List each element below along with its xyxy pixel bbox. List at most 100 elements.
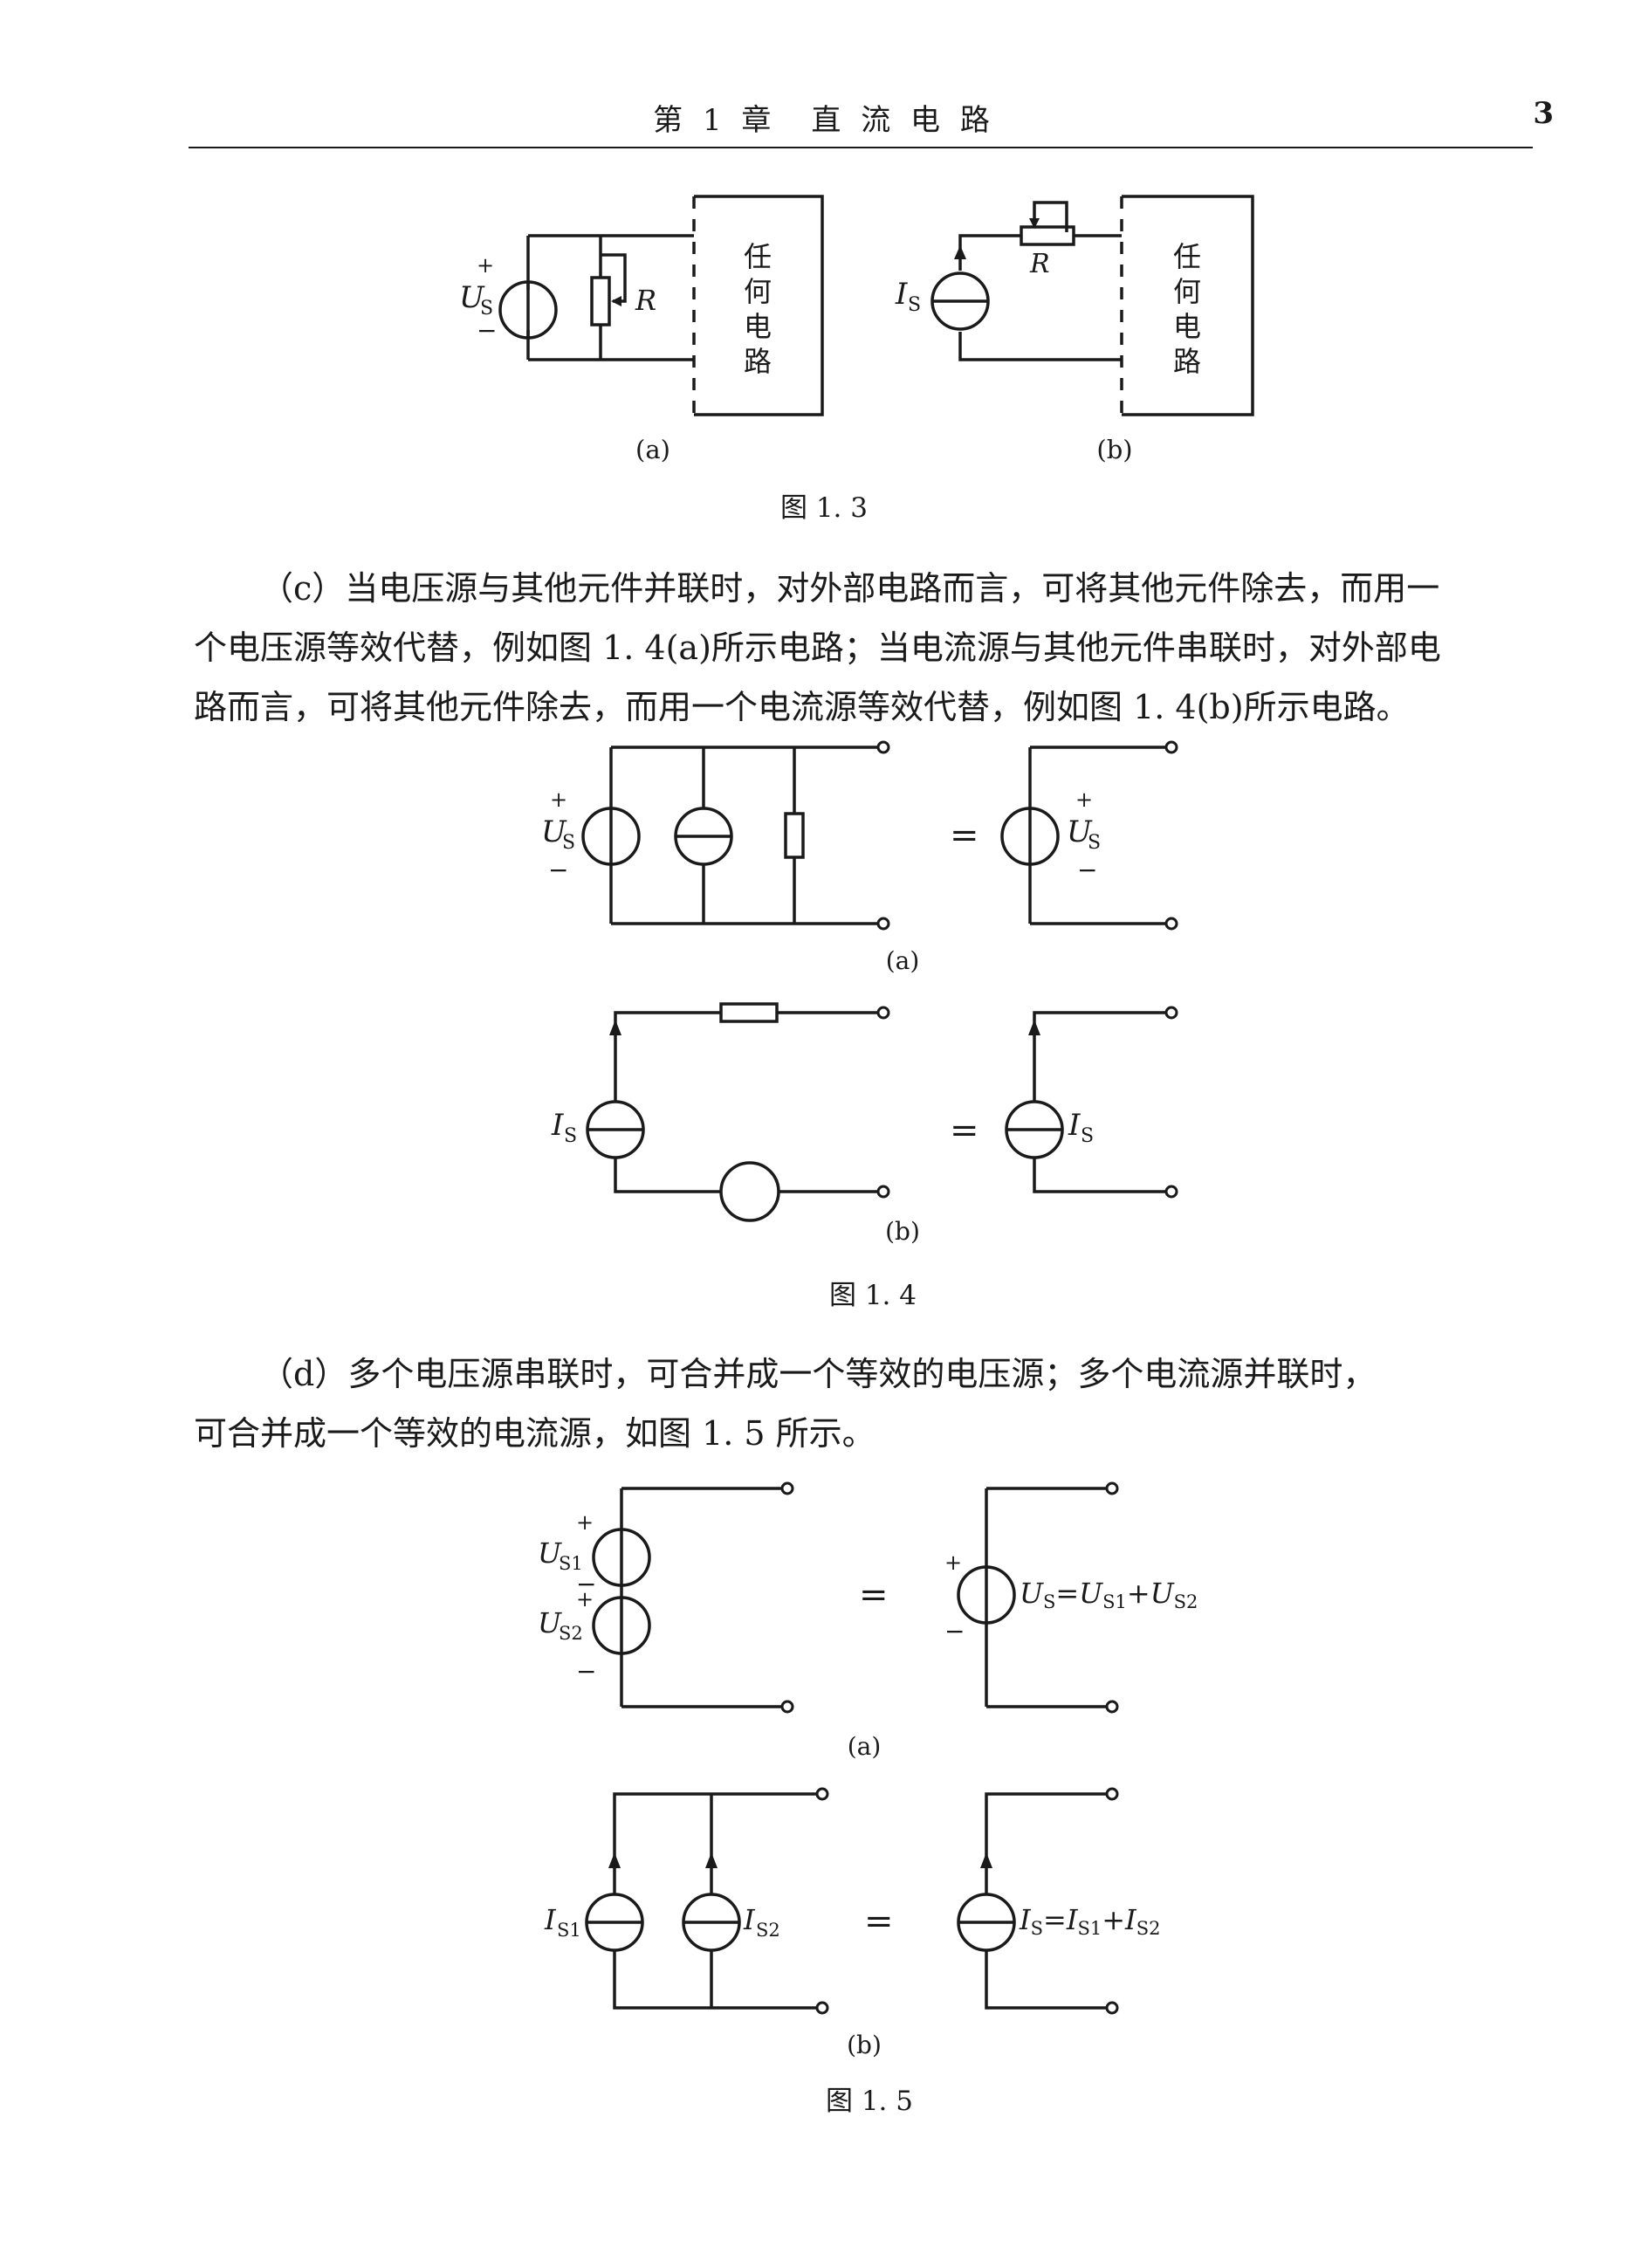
circuit-element: [780, 1481, 794, 1495]
figure-1-3b-circuit: I S R 任 何 电 路 (b): [895, 195, 1254, 464]
source-subscript: S: [480, 298, 493, 320]
figure-1-3a-circuit: + − U S R 任 何 电 路 (a): [459, 195, 824, 464]
figure-label: I: [1068, 1108, 1081, 1143]
resistor-label: R: [1029, 249, 1050, 279]
resistor-symbol: [719, 1002, 779, 1023]
figure-label: S1: [1077, 1918, 1102, 1939]
circuit-element: [1164, 1185, 1178, 1199]
circuit-element: [954, 245, 966, 259]
figure-label: +: [1075, 787, 1093, 812]
circuit-element: [705, 1852, 718, 1868]
figure-caption: 图 1. 3: [780, 492, 868, 524]
box-char: 任: [744, 240, 772, 273]
figure-caption: 图 1. 5: [826, 2086, 913, 2117]
circuit-element: [876, 740, 890, 754]
figure-label: I: [743, 1903, 756, 1936]
circuit-element: [609, 1020, 621, 1035]
box-char: 电: [1173, 310, 1201, 343]
circuit-element: [1122, 195, 1254, 416]
paragraph-c: （c）当电压源与其他元件并联时，对外部电路而言，可将其他元件除去，而用一 个电压…: [194, 559, 1526, 737]
figure-1-5b-right: IS=IS1+IS2: [957, 1787, 1160, 2015]
figure-label: +: [576, 1510, 594, 1535]
circuit-element: [1164, 1006, 1178, 1020]
figure-label: S: [1081, 1125, 1094, 1147]
circuit-element: [526, 234, 694, 361]
figure-label: −: [944, 1617, 965, 1646]
circuit-element: [620, 1487, 784, 1708]
figure-label: +I: [1102, 1903, 1137, 1936]
paragraph-line: 个电压源等效代替，例如图 1. 4(a)所示电路；当电流源与其他元件串联时，对外…: [194, 629, 1441, 667]
paragraph-line: （c）当电压源与其他元件并联时，对外部电路而言，可将其他元件除去，而用一: [260, 569, 1440, 608]
rheostat-symbol: [590, 276, 611, 326]
figure-label: S2: [1174, 1591, 1198, 1612]
figure-1-5: + − + − U S1 U S2 = + − US=US1+US2 (a) I…: [538, 1481, 1198, 2117]
paragraph-line: （d）多个电压源串联时，可合并成一个等效的电压源；多个电流源并联时，: [260, 1355, 1377, 1393]
paragraph-line: 路而言，可将其他元件除去，而用一个电流源等效代替，例如图 1. 4(b)所示电路…: [194, 688, 1410, 726]
figure-1-3: + − U S R 任 何 电 路 (a) I S R 任 何 电 路 (b) …: [459, 195, 1254, 524]
figure-label: U: [538, 1536, 562, 1570]
figure-label: S1: [1102, 1591, 1127, 1612]
circuit-element: [613, 1792, 819, 2010]
source-subscript: S: [908, 294, 921, 316]
subfigure-label: (b): [1096, 435, 1132, 464]
circuit-element: [1028, 1020, 1040, 1035]
circuit-element: [608, 1852, 621, 1868]
box-char: 路: [744, 345, 772, 378]
figure-caption: 图 1. 4: [829, 1280, 917, 1311]
chapter-title: 第 1 章 直 流 电 路: [653, 103, 995, 138]
plus-sign: +: [477, 253, 494, 278]
resistor-label: R: [635, 284, 656, 317]
circuit-element: [980, 1852, 992, 1868]
equals-sign: =: [950, 815, 979, 856]
figure-label: I: [1019, 1903, 1032, 1936]
equals-sign: =: [864, 1901, 894, 1942]
header-rule: [189, 147, 1533, 148]
page-number: 3: [1533, 96, 1554, 131]
subfigure-label: (a): [886, 946, 920, 975]
box-char: 何: [744, 275, 772, 308]
result-equation-a: US=US1+US2: [1020, 1577, 1198, 1612]
figure-label: −: [548, 856, 568, 884]
figure-label: U: [541, 814, 567, 849]
circuit-element: [1033, 201, 1068, 232]
figure-1-4b-left: I S: [551, 1002, 890, 1222]
subfigure-label: (b): [885, 1217, 920, 1246]
circuit-element: [694, 195, 824, 416]
figure-label: S: [1031, 1918, 1043, 1939]
circuit-element: [1164, 917, 1178, 931]
circuit-element: [611, 296, 621, 306]
figure-label: S2: [756, 1920, 780, 1941]
circuit-element: [1164, 740, 1178, 754]
minus-sign: −: [477, 316, 497, 345]
equals-sign: =: [950, 1110, 979, 1151]
figure-label: S: [564, 1125, 577, 1147]
figure-1-5b-left: I S1 I S2: [544, 1787, 829, 2015]
figure-label: S1: [559, 1553, 583, 1574]
figure-label: −: [576, 1657, 596, 1686]
circuit-element: [1105, 1787, 1119, 1801]
circuit-element: [1029, 218, 1040, 229]
figure-label: +: [944, 1550, 962, 1575]
subfigure-label: (b): [847, 2031, 882, 2059]
subfigure-label: (a): [635, 435, 670, 464]
circuit-element: [1028, 746, 1168, 925]
source-label: U: [459, 280, 485, 315]
circuit-element: [1105, 1700, 1119, 1714]
paragraph-d: （d）多个电压源串联时，可合并成一个等效的电压源；多个电流源并联时， 可合并成一…: [194, 1344, 1526, 1463]
box-char: 何: [1173, 275, 1201, 308]
result-equation-b: IS=IS1+IS2: [1019, 1903, 1160, 1939]
paragraph-line: 可合并成一个等效的电流源，如图 1. 5 所示。: [194, 1414, 876, 1453]
figure-label: =U: [1055, 1577, 1103, 1610]
figure-1-5a-right: + − US=US1+US2: [944, 1481, 1198, 1714]
figure-label: −: [1077, 856, 1097, 884]
figure-label: U: [1020, 1577, 1044, 1610]
figure-1-4b-right: I S: [1005, 1006, 1178, 1199]
circuit-element: [1033, 1011, 1168, 1193]
figure-label: S: [1043, 1591, 1055, 1612]
figure-label: =I: [1043, 1903, 1079, 1936]
figure-1-4: + − U S = + − U S (a) I S = I: [541, 740, 1178, 1311]
figure-label: −: [576, 1570, 596, 1598]
circuit-element: [876, 917, 890, 931]
subfigure-label: (a): [848, 1732, 882, 1761]
equals-sign: =: [859, 1575, 889, 1615]
